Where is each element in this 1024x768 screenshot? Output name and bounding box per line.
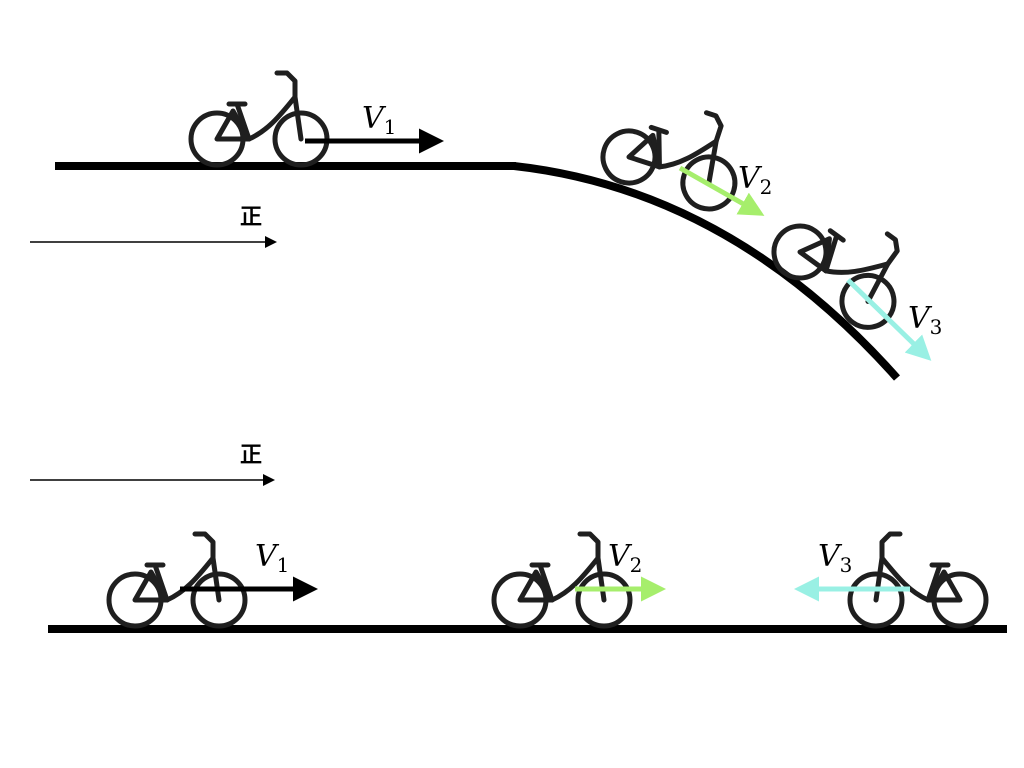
label-v3: V3 bbox=[908, 301, 942, 339]
positive-direction-label: 正 bbox=[240, 443, 262, 468]
curved-slope bbox=[513, 162, 900, 381]
bicycle-icon bbox=[109, 534, 245, 626]
bicycle-icon bbox=[850, 534, 986, 626]
bicycle-icon bbox=[191, 73, 327, 165]
velocity-arrow-v2 bbox=[678, 165, 765, 216]
positive-direction-label: 正 bbox=[240, 205, 262, 230]
label-v1: V1 bbox=[255, 539, 289, 577]
label-v2: V2 bbox=[608, 539, 642, 577]
bicycle-icon bbox=[764, 183, 928, 337]
label-v2: V2 bbox=[738, 161, 772, 199]
velocity-arrow-v3 bbox=[846, 278, 932, 361]
label-v1: V1 bbox=[362, 101, 396, 139]
label-v3: V3 bbox=[818, 539, 852, 577]
top-track bbox=[55, 162, 900, 381]
